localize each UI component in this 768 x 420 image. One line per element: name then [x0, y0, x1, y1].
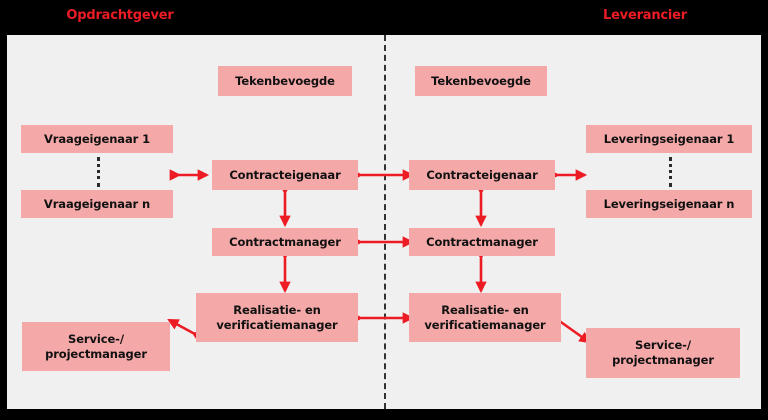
header-label-opdrachtgever: Opdrachtgever [66, 8, 174, 23]
box-right-leveringseigenaar-1[interactable]: Leveringseigenaar 1 [586, 125, 752, 153]
box-left-servicemanager-line-2: projectmanager [45, 346, 147, 361]
box-right-leveringseigenaar-n[interactable]: Leveringseigenaar n [586, 190, 752, 218]
party-divider-dashed-line [384, 35, 386, 409]
header-label-leverancier: Leverancier [602, 8, 688, 23]
box-right-realisatiemanager-line-1: Realisatie- en [441, 302, 529, 317]
box-left-vraageigenaar-n[interactable]: Vraageigenaar n [21, 190, 173, 218]
box-right-contractmanager[interactable]: Contractmanager [409, 228, 555, 256]
box-left-realisatiemanager-line-1: Realisatie- en [233, 302, 321, 317]
box-right-tekenbevoegde[interactable]: Tekenbevoegde [415, 66, 547, 96]
left-eigenaar-continuation-dots [97, 157, 100, 187]
box-left-contractmanager[interactable]: Contractmanager [212, 228, 358, 256]
box-right-servicemanager-line-2: projectmanager [612, 353, 714, 367]
box-right-realisatiemanager-line-2: verificatiemanager [424, 317, 546, 332]
box-right-servicemanager-line-1: Service-/ [635, 338, 691, 352]
right-eigenaar-continuation-dots [669, 157, 672, 187]
box-right-contracteigenaar[interactable]: Contracteigenaar [409, 160, 555, 190]
diagram-canvas: Tekenbevoegde Vraageigenaar 1 Vraageigen… [7, 35, 761, 409]
box-left-service-projectmanager[interactable]: Service-/ projectmanager [22, 322, 170, 371]
box-left-tekenbevoegde[interactable]: Tekenbevoegde [218, 66, 352, 96]
box-left-servicemanager-line-1: Service-/ [68, 331, 124, 346]
box-right-realisatie-en-verificatiemanager[interactable]: Realisatie- en verificatiemanager [409, 293, 561, 342]
box-left-contracteigenaar[interactable]: Contracteigenaar [212, 160, 358, 190]
box-left-vraageigenaar-1[interactable]: Vraageigenaar 1 [21, 125, 173, 153]
box-left-realisatiemanager-line-2: verificatiemanager [216, 317, 338, 332]
box-right-service-projectmanager[interactable]: Service-/ projectmanager [586, 328, 740, 378]
box-left-realisatie-en-verificatiemanager[interactable]: Realisatie- en verificatiemanager [196, 293, 358, 342]
